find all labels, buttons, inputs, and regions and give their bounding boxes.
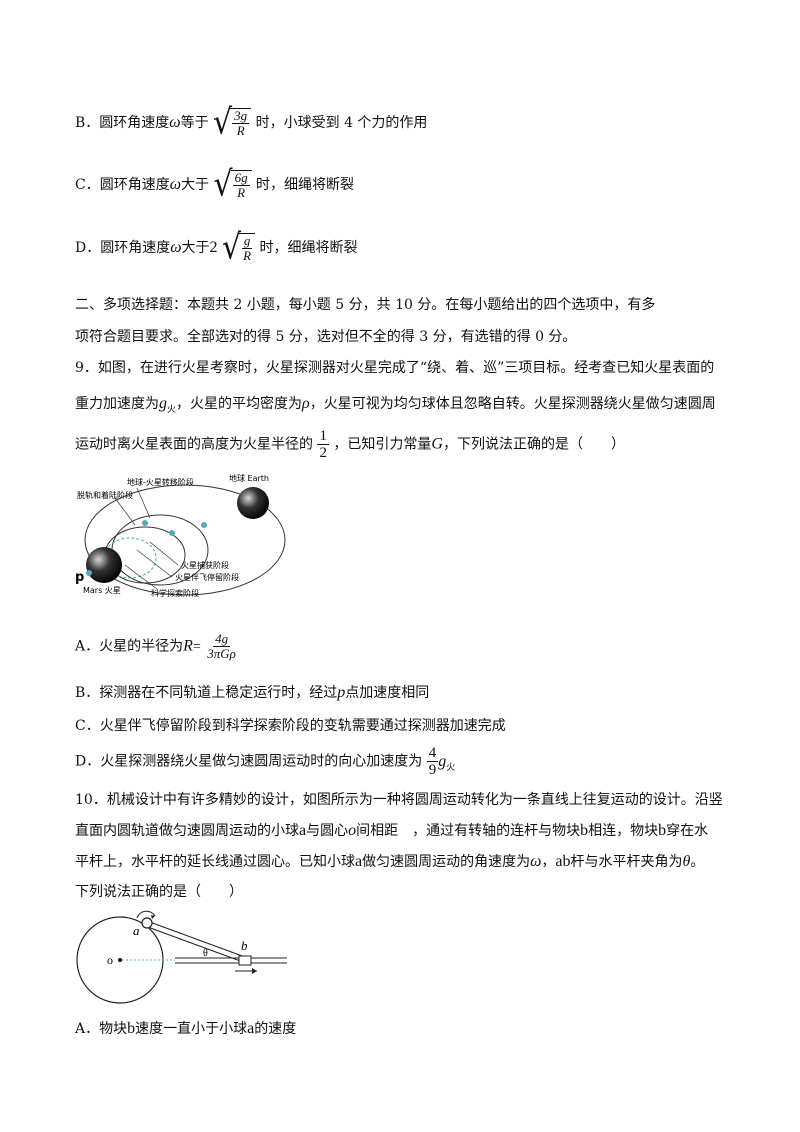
a-symbol: a xyxy=(299,822,307,839)
option-text: C．圆环角速度 xyxy=(75,177,170,193)
option-text: B．圆环角速度 xyxy=(75,115,170,131)
r-symbol: R xyxy=(183,637,193,655)
block-b xyxy=(238,955,252,966)
ab-symbol: ab xyxy=(555,853,571,870)
label-o: o xyxy=(107,953,113,967)
crank-slider-figure: a b o θ xyxy=(76,910,287,1004)
label-parking: 火星伴飞停留阶段 xyxy=(175,572,239,582)
option-text: 时，细绳将断裂 xyxy=(259,240,358,256)
probe-icon xyxy=(142,520,148,526)
p-symbol: p xyxy=(337,684,346,701)
b-symbol: b xyxy=(580,822,589,839)
option-text: 大于 xyxy=(181,177,210,193)
a-symbol: a xyxy=(355,853,363,870)
rho-symbol: ρ xyxy=(302,395,310,412)
q10-option-a: A．物块b速度一直小于小球a的速度 xyxy=(75,1020,297,1037)
coefficient: 2 xyxy=(209,239,218,256)
q10-stem-line3: 平杆上，水平杆的延长线通过圆心。已知小球a做匀速圆周运动的角速度为ω，ab杆与水… xyxy=(75,853,705,870)
mars-planet xyxy=(86,547,122,583)
connecting-rod-top xyxy=(146,920,246,958)
g-constant-symbol: G xyxy=(431,435,443,453)
b-symbol: b xyxy=(127,1020,136,1037)
probe-icon xyxy=(86,570,92,576)
probe-icon xyxy=(169,530,175,536)
rotation-arrow-icon xyxy=(136,910,156,919)
q10-stem-line1: 10．机械设计中有许多精妙的设计，如图所示为一种将圆周运动转化为一条直线上往复运… xyxy=(75,792,723,808)
q9-stem-line1: 9．如图，在进行火星考察时，火星探测器对火星完成了“绕、着、巡”三项目标。经考查… xyxy=(75,360,715,376)
mars-mission-figure: 地球-火星转移阶段 地球 Earth 脱轨和着陆阶段 火星捕获阶段 火星伴飞停留… xyxy=(75,473,286,598)
label-a: a xyxy=(133,923,140,938)
g-mars-symbol: g火 xyxy=(159,395,177,415)
label-deorbit: 脱轨和着陆阶段 xyxy=(77,490,133,500)
label-p: p xyxy=(75,570,84,585)
omega-symbol: ω xyxy=(169,176,182,193)
transfer-orbit xyxy=(84,484,286,596)
section2-line2: 项符合题目要求。全部选对的得 5 分，选对但不全的得 3 分，有选错的得 0 分… xyxy=(75,329,577,345)
q9-option-b: B．探测器在不同轨道上稳定运行时，经过p点加速度相同 xyxy=(75,684,430,701)
a-symbol: a xyxy=(247,1020,255,1037)
option-text: 大于 xyxy=(181,240,210,256)
option-text: D．圆环角速度 xyxy=(75,240,171,256)
q10-stem-line2: 直面内圆轨道做匀速圆周运动的小球a与圆心o间相距 ，通过有转轴的连杆与物块b相连… xyxy=(75,822,709,839)
center-dot xyxy=(118,958,122,962)
q9-stem-line2: 重力加速度为g火，火星的平均密度为ρ，火星可视为均匀球体且忽略自转。火星探测器绕… xyxy=(75,395,716,415)
label-capture: 火星捕获阶段 xyxy=(181,560,229,570)
omega-symbol: ω xyxy=(169,114,181,131)
ball-a xyxy=(141,917,153,929)
connecting-rod-bottom xyxy=(144,925,244,963)
option-text: 时，细绳将断裂 xyxy=(256,177,355,193)
omega-symbol: ω xyxy=(170,239,182,256)
q10-stem-line4: 下列说法正确的是（ ） xyxy=(75,884,243,900)
label-earth-transfer: 地球-火星转移阶段 xyxy=(127,477,194,487)
o-symbol: o xyxy=(348,822,357,839)
label-mars: Mars 火星 xyxy=(83,586,121,595)
q9-option-c: C．火星伴飞停留阶段到科学探索阶段的变轨需要通过探测器加速完成 xyxy=(75,718,506,734)
earth-planet xyxy=(237,487,269,519)
label-science: 科学探索阶段 xyxy=(151,588,199,598)
label-earth: 地球 Earth xyxy=(229,473,269,483)
theta-symbol: θ xyxy=(682,853,691,870)
g-mars-symbol: g火 xyxy=(438,752,456,772)
label-b: b xyxy=(241,938,248,953)
section2-line1: 二、多项选择题：本题共 2 小题，每小题 5 分，共 10 分。在每小题给出的四… xyxy=(75,297,656,313)
option-text: 时，小球受到 4 个力的作用 xyxy=(255,115,428,131)
probe-icon xyxy=(201,522,207,528)
b-symbol: b xyxy=(658,822,667,839)
label-theta: θ xyxy=(203,948,208,959)
option-text: 等于 xyxy=(180,115,209,131)
omega-symbol: ω xyxy=(530,853,542,870)
